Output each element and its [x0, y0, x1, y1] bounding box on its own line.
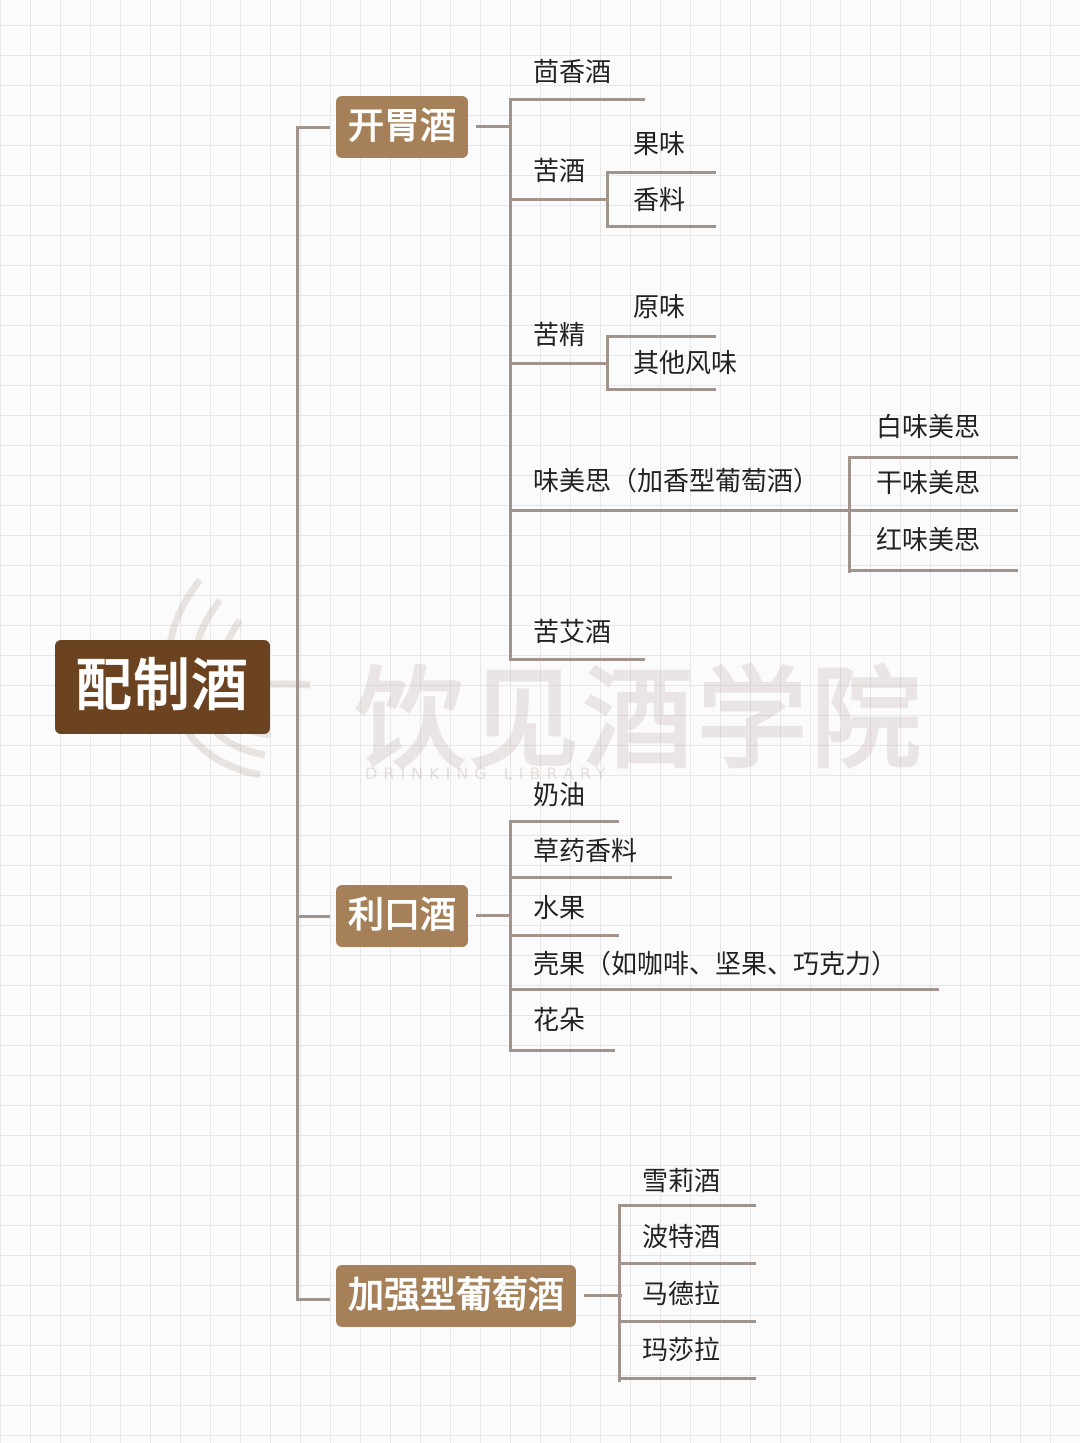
leaf-madeira: 马德拉 — [642, 1280, 721, 1310]
watermark-title: 饮见酒学院 — [355, 656, 925, 784]
category-fortified: 加强型葡萄酒 — [336, 1265, 576, 1327]
leaf-fruit-underline — [509, 934, 619, 937]
leaf-bitters-spice: 香料 — [633, 186, 686, 216]
category-liqueur: 利口酒 — [336, 885, 468, 947]
leaf-fruit: 水果 — [533, 894, 586, 924]
watermark-subtitle: DRINKING LIBRARY — [365, 764, 612, 783]
leaf-sherry: 雪莉酒 — [642, 1167, 721, 1197]
leaf-essence-original-underline — [606, 335, 716, 338]
leaf-sherry-underline — [618, 1204, 756, 1207]
leaf-port: 波特酒 — [642, 1223, 721, 1253]
leaf-bitters-spice-underline — [606, 225, 716, 228]
leaf-vermouth-white: 白味美思 — [876, 413, 981, 443]
fortified-vertical — [618, 1204, 621, 1382]
branch-liqueur-line — [296, 915, 330, 918]
leaf-essence-other-underline — [606, 388, 716, 391]
leaf-essence-original: 原味 — [633, 293, 686, 323]
root-node: 配制酒 — [55, 640, 270, 734]
leaf-marsala: 玛莎拉 — [642, 1336, 721, 1366]
fortified-connector — [584, 1294, 622, 1297]
branch-fortified-line — [296, 1298, 330, 1301]
leaf-vermouth-dry: 干味美思 — [876, 469, 981, 499]
leaf-herbal-underline — [509, 876, 672, 879]
leaf-nut-underline — [509, 988, 939, 991]
leaf-bitters-underline — [509, 198, 609, 201]
bitters-vertical — [606, 171, 609, 227]
leaf-flower: 花朵 — [533, 1006, 586, 1036]
vermouth-vertical — [848, 457, 851, 573]
aperitif-vertical — [509, 98, 512, 661]
leaf-vermouth-red-underline — [848, 569, 1018, 572]
leaf-bitters-fruit-underline — [606, 171, 716, 174]
leaf-cream-underline — [509, 820, 619, 823]
leaf-nut: 壳果（如咖啡、坚果、巧克力） — [533, 950, 898, 980]
leaf-herbal: 草药香料 — [533, 837, 638, 867]
category-aperitif: 开胃酒 — [336, 96, 468, 158]
leaf-bitters-fruit: 果味 — [633, 130, 686, 160]
leaf-anise: 茴香酒 — [533, 58, 612, 88]
leaf-vermouth: 味美思（加香型葡萄酒） — [533, 467, 820, 497]
leaf-flower-underline — [509, 1049, 615, 1052]
leaf-marsala-underline — [618, 1377, 756, 1380]
leaf-absinthe: 苦艾酒 — [533, 618, 612, 648]
leaf-cream: 奶油 — [533, 781, 586, 811]
leaf-madeira-underline — [618, 1320, 756, 1323]
leaf-essence-other: 其他风味 — [633, 349, 738, 379]
liqueur-connector — [476, 914, 512, 917]
leaf-absinthe-underline — [509, 658, 645, 661]
leaf-port-underline — [618, 1262, 756, 1265]
leaf-bitter-essence: 苦精 — [533, 321, 586, 351]
branch-aperitif-line — [296, 126, 330, 129]
leaf-vermouth-underline — [509, 509, 851, 512]
leaf-vermouth-dry-underline — [848, 509, 1018, 512]
bitter-essence-vertical — [606, 335, 609, 391]
leaf-bitter-essence-underline — [509, 362, 609, 365]
leaf-vermouth-red: 红味美思 — [876, 526, 981, 556]
root-trunk-line — [296, 127, 299, 1301]
leaf-bitters: 苦酒 — [533, 157, 586, 187]
aperitif-connector — [476, 125, 512, 128]
leaf-anise-underline — [509, 98, 645, 101]
leaf-vermouth-white-underline — [848, 456, 1018, 459]
